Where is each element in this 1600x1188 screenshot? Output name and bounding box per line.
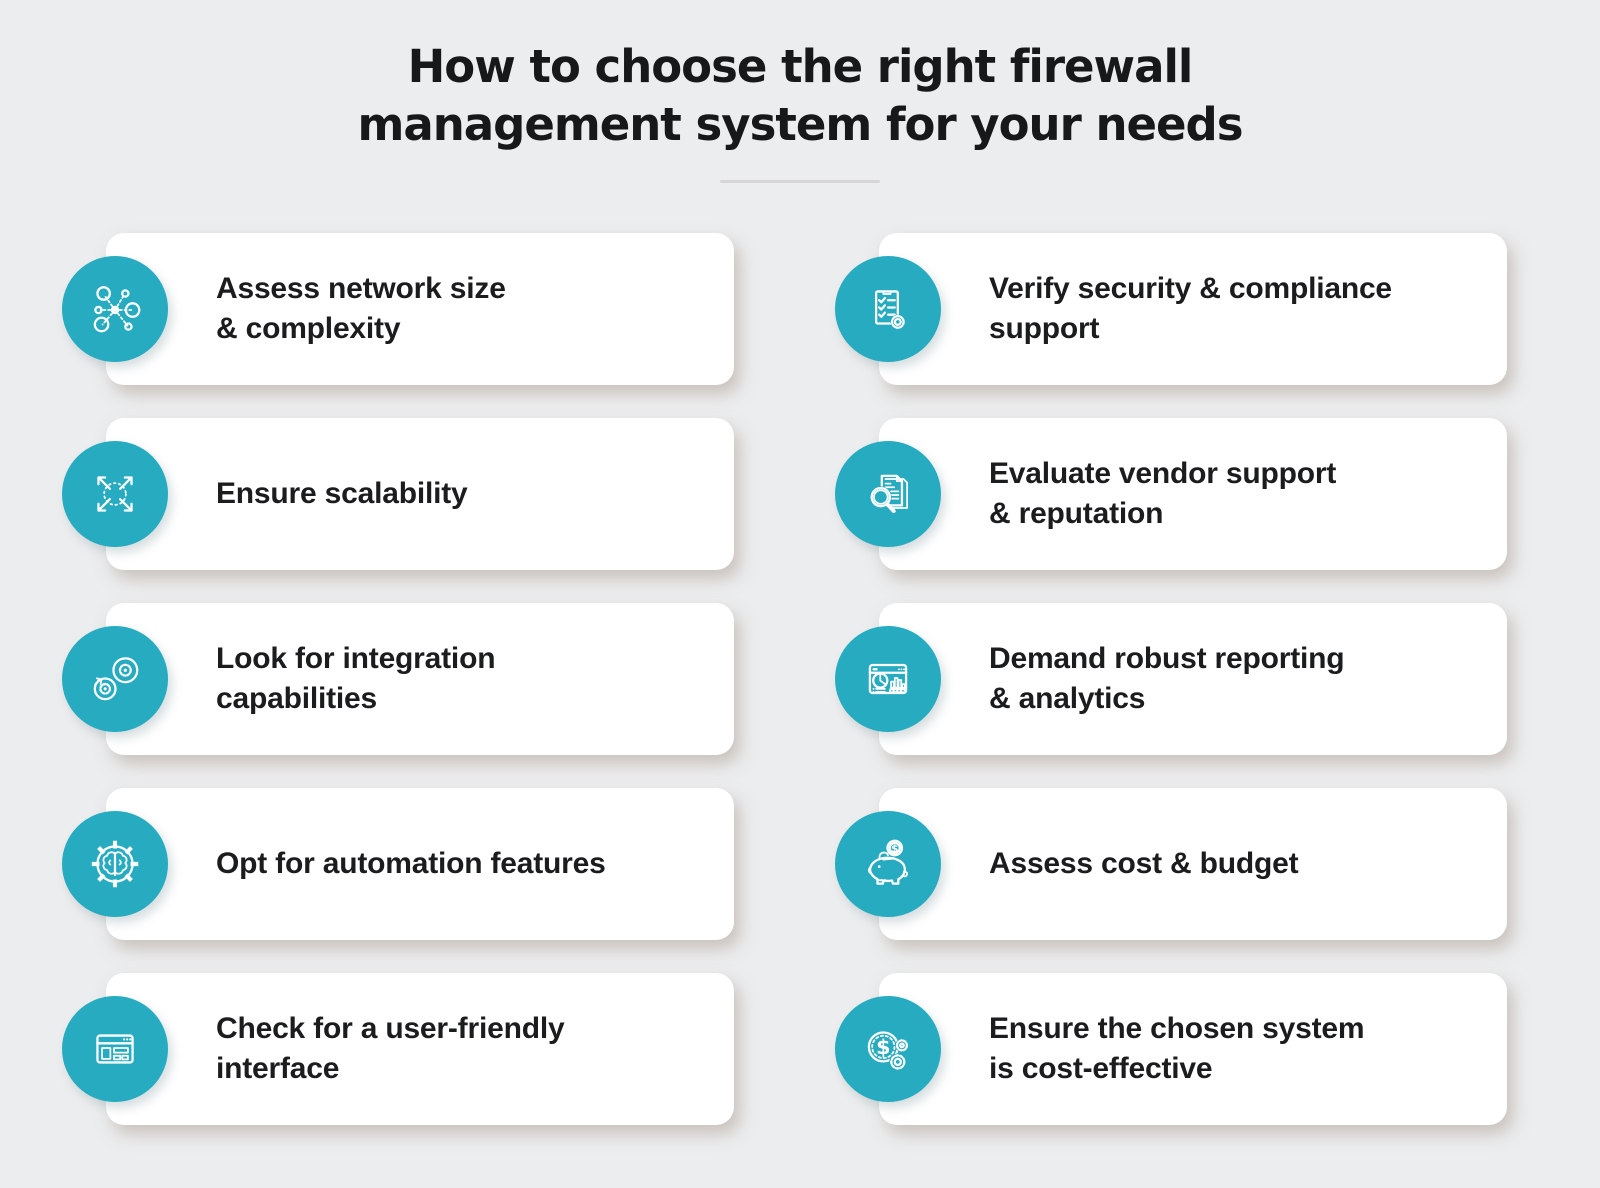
integration-gears-icon — [62, 626, 168, 732]
card-label: Ensure the chosen system is cost-effecti… — [989, 1012, 1365, 1085]
card-automation: Opt for automation features — [62, 788, 734, 940]
piggy-bank-icon: $ — [835, 811, 941, 917]
card-label: Evaluate vendor support & reputation — [989, 457, 1337, 530]
card-integration: Look for integration capabilities — [62, 603, 734, 755]
card-security-compliance: Verify security & compliance support — [835, 233, 1507, 385]
card-label: Assess network size & complexity — [216, 272, 506, 345]
card-ensure-scalability: Ensure scalability — [62, 418, 734, 570]
card-cost-budget: $ Assess cost & budget — [835, 788, 1507, 940]
page-title-line1: How to choose the right firewall — [407, 40, 1194, 93]
card-label: Check for a user-friendly interface — [216, 1012, 565, 1085]
svg-text:$: $ — [891, 843, 898, 855]
card-label: Look for integration capabilities — [216, 642, 496, 715]
cards-grid: Assess network size & complexity Ensure … — [62, 233, 1507, 1125]
compliance-checklist-icon — [835, 256, 941, 362]
card-reporting-analytics: Demand robust reporting & analytics — [835, 603, 1507, 755]
title-divider — [720, 180, 880, 183]
card-cost-effective: $ Ensure the chosen system is cost-effec… — [835, 973, 1507, 1125]
browser-interface-icon — [62, 996, 168, 1102]
page-title-line2: management system for your needs — [357, 98, 1243, 151]
card-user-friendly: Check for a user-friendly interface — [62, 973, 734, 1125]
page-title: How to choose the right firewall managem… — [0, 0, 1600, 154]
network-nodes-icon — [62, 256, 168, 362]
expand-arrows-icon — [62, 441, 168, 547]
automation-gear-brain-icon — [62, 811, 168, 917]
magnifier-document-icon — [835, 441, 941, 547]
card-label: Verify security & compliance support — [989, 272, 1392, 345]
card-label: Ensure scalability — [216, 477, 468, 510]
card-label: Opt for automation features — [216, 847, 606, 880]
card-label: Demand robust reporting & analytics — [989, 642, 1345, 715]
card-assess-network: Assess network size & complexity — [62, 233, 734, 385]
svg-text:$: $ — [876, 1035, 890, 1059]
card-label: Assess cost & budget — [989, 847, 1299, 880]
card-vendor-support: Evaluate vendor support & reputation — [835, 418, 1507, 570]
dollar-gears-icon: $ — [835, 996, 941, 1102]
analytics-dashboard-icon — [835, 626, 941, 732]
